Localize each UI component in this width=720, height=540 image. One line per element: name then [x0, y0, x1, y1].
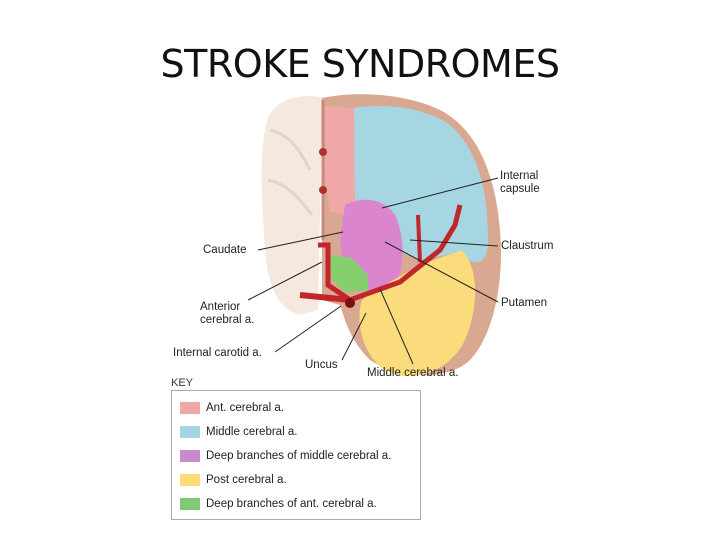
key-item: Middle cerebral a.	[180, 423, 297, 441]
slide-title: STROKE SYNDROMES	[160, 42, 560, 86]
label-anterior-cerebral: Anterior cerebral a.	[200, 301, 254, 327]
label-putamen: Putamen	[501, 297, 548, 309]
key-label: Deep branches of middle cerebral a.	[206, 450, 392, 462]
label-middle-cerebral: Middle cerebral a.	[367, 367, 459, 379]
swatch-middle-cerebral	[180, 426, 200, 438]
key-label: Post cerebral a.	[206, 474, 287, 486]
key-title: KEY	[171, 377, 194, 389]
label-internal-capsule: Internal capsule	[500, 170, 540, 196]
label-line: Internal	[500, 170, 539, 182]
label-line: capsule	[500, 183, 540, 195]
color-key-legend: Ant. cerebral a. Middle cerebral a. Deep…	[171, 390, 421, 520]
key-label: Middle cerebral a.	[206, 426, 298, 438]
label-line: cerebral a.	[200, 314, 255, 326]
key-item: Ant. cerebral a.	[180, 399, 284, 417]
label-caudate: Caudate	[203, 244, 247, 256]
label-line: Anterior	[200, 301, 241, 313]
key-item: Post cerebral a.	[180, 471, 287, 489]
swatch-deep-middle-cerebral	[180, 450, 200, 462]
key-item: Deep branches of middle cerebral a.	[180, 447, 391, 465]
key-label: Deep branches of ant. cerebral a.	[206, 498, 377, 510]
key-item: Deep branches of ant. cerebral a.	[180, 495, 377, 513]
label-internal-carotid: Internal carotid a.	[173, 347, 262, 359]
swatch-post-cerebral	[180, 474, 200, 486]
key-label: Ant. cerebral a.	[206, 402, 284, 414]
swatch-ant-cerebral	[180, 402, 200, 414]
label-uncus: Uncus	[305, 359, 338, 371]
label-claustrum: Claustrum	[501, 240, 554, 252]
swatch-deep-ant-cerebral	[180, 498, 200, 510]
